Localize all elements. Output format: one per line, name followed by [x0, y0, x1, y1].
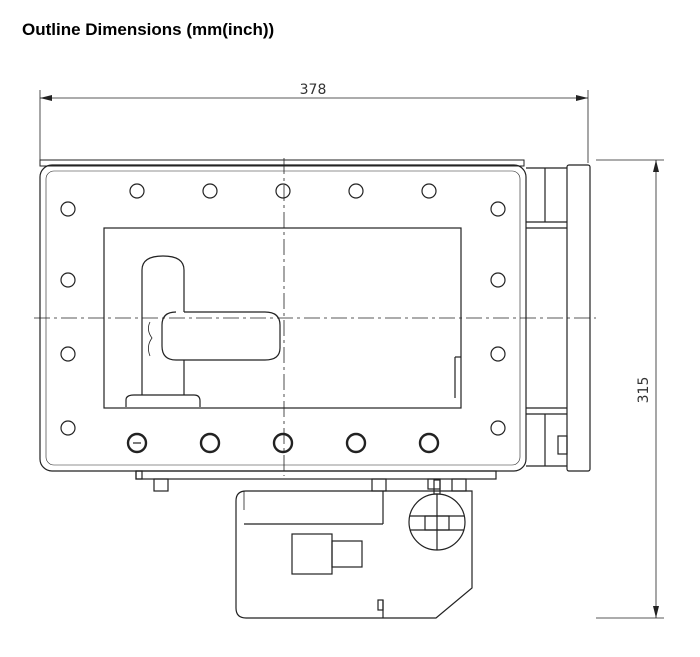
- connector-box: [291, 533, 333, 575]
- width-dimension-label: 378: [300, 82, 327, 98]
- lower-enclosure: [235, 479, 473, 619]
- height-dimension-label: 315: [636, 377, 652, 404]
- side-bracket: [526, 164, 591, 472]
- width-dimension: 378: [39, 82, 589, 163]
- page-title: Outline Dimensions (mm(inch)): [22, 20, 275, 39]
- bottom-rail: [135, 470, 497, 492]
- handle: [125, 255, 461, 407]
- centerlines: [34, 158, 596, 476]
- cable-glands: [126, 432, 440, 454]
- housing-top-lip: [39, 159, 525, 167]
- bolt-holes: [60, 183, 506, 436]
- height-dimension: 315: [596, 159, 664, 619]
